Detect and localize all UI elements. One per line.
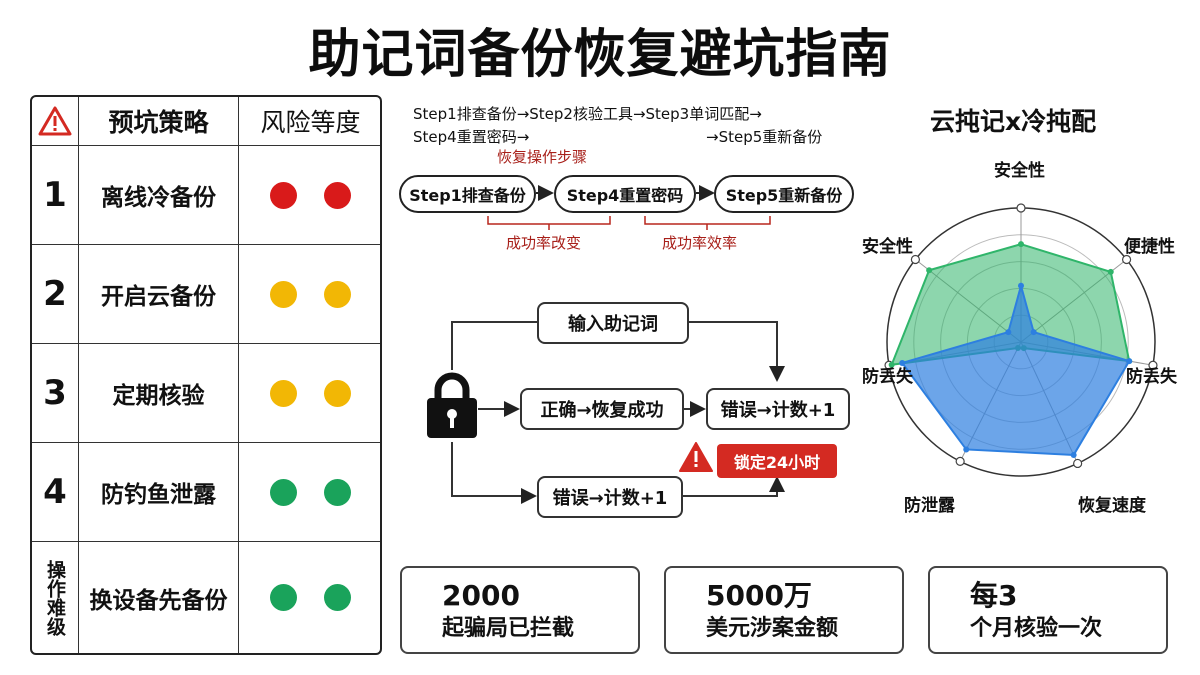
lock-badge: 锁定24小时 <box>717 444 837 478</box>
risk-dot <box>270 584 298 611</box>
radar-axis-label: 安全性 <box>994 161 1045 181</box>
radar-series-blue-point <box>1070 451 1077 458</box>
row-number: 3 <box>32 344 79 442</box>
header-risk: 风险等度 <box>260 108 361 137</box>
stat-label: 美元涉案金额 <box>706 616 839 641</box>
risk-dot <box>270 181 298 209</box>
stat-value: 5000万 <box>706 579 812 612</box>
radar-axis-marker <box>1073 458 1083 469</box>
radar-series-blue-point <box>1018 282 1024 289</box>
radar-axis-label: 安全性 <box>862 237 913 257</box>
radar-title: 云扽记x冷扽配 <box>930 107 1097 136</box>
flow-wrong-box: 错误→计数+1 <box>706 388 850 430</box>
steps-line-2b: →Step5重新备份 <box>706 128 823 146</box>
radar-series-green-point <box>888 361 895 368</box>
radar-series-blue-point <box>899 359 906 366</box>
radar-series-green-point <box>926 267 933 274</box>
steps-line-2a: Step4重置密码→ <box>413 128 530 146</box>
radar-axis-label: 防丢失 <box>862 367 913 387</box>
row-label: 换设备先备份 <box>79 542 239 653</box>
row-number: 4 <box>32 443 79 541</box>
radar-axis-marker <box>1121 254 1132 265</box>
radar-axis-label: 便捷性 <box>1124 237 1175 257</box>
radar-series-green-point <box>1018 241 1024 248</box>
stat-label: 起骗局已拦截 <box>442 616 575 641</box>
radar-axis-label: 防丢失 <box>1126 367 1177 387</box>
risk-dot <box>323 379 351 407</box>
risk-dot <box>323 584 351 611</box>
flow-line <box>451 442 537 504</box>
radar-axis-label: 恢复速度 <box>1078 496 1146 516</box>
stat-label: 个月核验一次 <box>970 616 1103 641</box>
radar-axis-marker <box>1148 360 1158 370</box>
table-row: 操作难级 换设备先备份 <box>32 542 380 653</box>
row-label: 定期核验 <box>79 344 239 442</box>
table-row: 3 定期核验 <box>32 344 380 443</box>
header-strategy: 预坑策略 <box>79 97 239 145</box>
flow-line <box>683 476 785 497</box>
table-header: 预坑策略 风险等度 <box>32 97 380 146</box>
risk-dot <box>270 280 298 308</box>
radar-axis-label: 防泄露 <box>904 496 955 516</box>
page-title: 助记词备份恢复避坑指南 <box>308 25 892 85</box>
strategy-table: 预坑策略 风险等度 1 离线冷备份 2 开启云备份 3 定期核验 4 防钓鱼泄露… <box>30 95 382 655</box>
row-number: 操作难级 <box>32 542 79 653</box>
brace <box>487 216 611 230</box>
radar-axis-marker <box>955 456 965 466</box>
stat-card: 5000万 美元涉案金额 <box>664 566 904 654</box>
risk-dot <box>270 379 298 407</box>
radar-series-blue-point <box>1030 329 1037 336</box>
row-number: 2 <box>32 245 79 343</box>
radar-series-green-point <box>1107 268 1114 275</box>
radar-series-blue-area <box>900 281 1131 456</box>
flow-correct-box: 正确→恢复成功 <box>520 388 684 430</box>
flow-input-box: 输入助记词 <box>537 302 689 344</box>
row-label: 防钓鱼泄露 <box>79 443 239 541</box>
steps-text: Step1排查备份→Step2核验工具→Step3单词匹配→ Step4重置密码… <box>413 103 822 149</box>
step-pill: Step1排查备份 <box>399 175 536 213</box>
brace-label: 成功率改变 <box>506 234 582 252</box>
radar-axis-marker <box>1016 203 1026 213</box>
steps-line-1: Step1排查备份→Step2核验工具→Step3单词匹配→ <box>413 105 762 123</box>
risk-dot <box>323 280 351 308</box>
radar-axis-marker <box>910 254 921 265</box>
risk-dot <box>323 478 351 506</box>
flow-line <box>689 321 785 382</box>
step-pill: Step5重新备份 <box>714 175 854 213</box>
radar-series-blue-point <box>963 446 970 453</box>
warning-icon <box>32 97 79 145</box>
stat-card: 每3 个月核验一次 <box>928 566 1168 654</box>
flow-line <box>451 321 537 370</box>
radar-series-blue-point <box>1005 329 1012 336</box>
row-number: 1 <box>32 146 79 244</box>
stat-value: 每3 <box>970 579 1018 612</box>
table-row: 1 离线冷备份 <box>32 146 380 245</box>
row-label: 离线冷备份 <box>79 146 239 244</box>
brace <box>644 216 771 230</box>
flow-wrong-box-2: 错误→计数+1 <box>537 476 683 518</box>
table-row: 2 开启云备份 <box>32 245 380 344</box>
brace-label: 成功率效率 <box>662 234 738 252</box>
stat-card: 2000 起骗局已拦截 <box>400 566 640 654</box>
radar-series-blue-point <box>1126 358 1133 365</box>
step-pill: Step4重置密码 <box>554 175 696 213</box>
steps-caption: 恢复操作步骤 <box>497 148 588 166</box>
row-label: 开启云备份 <box>79 245 239 343</box>
padlock-icon <box>424 370 480 440</box>
risk-dot <box>270 478 298 506</box>
table-row: 4 防钓鱼泄露 <box>32 443 380 542</box>
warning-icon <box>679 442 713 472</box>
stat-value: 2000 <box>442 579 520 612</box>
risk-dot <box>323 181 351 209</box>
